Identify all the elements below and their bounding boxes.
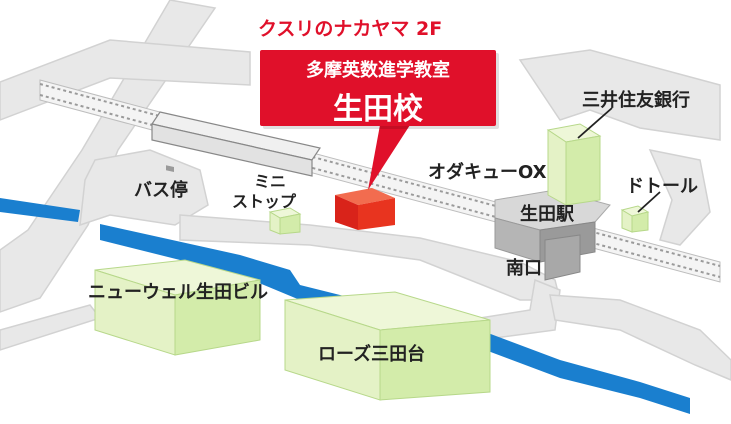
school-callout: 多摩英数進学教室 生田校 — [260, 50, 496, 127]
bus-stop-label: バス停 — [134, 180, 188, 201]
doutor-label: ドトール — [626, 176, 698, 197]
school-building — [335, 188, 395, 230]
ministop-side — [279, 213, 301, 235]
newwell-building-label: ニューウェル生田ビル — [88, 282, 268, 303]
south-exit-label: 南口 — [506, 258, 542, 279]
store-floor-label: クスリのナカヤマ 2F — [258, 18, 443, 40]
bank-leader — [577, 107, 613, 139]
train-windows — [166, 165, 174, 172]
road-left-loop — [79, 149, 209, 227]
road-lower-right — [549, 294, 731, 381]
station-building — [494, 189, 611, 281]
branch-name: 生田校 — [333, 92, 423, 127]
train-side — [151, 123, 313, 177]
buildings — [94, 123, 650, 401]
odakyu-side — [565, 135, 601, 206]
rose-side — [379, 319, 491, 401]
doutor-leader — [637, 191, 661, 213]
newwell-side — [174, 279, 261, 356]
doutor-side — [631, 211, 649, 233]
odakyu-ox-label: オダキューOX — [428, 162, 547, 183]
road-top-horizontal — [0, 39, 251, 121]
callout-pointer — [368, 125, 410, 190]
road-right-upper — [518, 49, 721, 141]
river-left — [0, 198, 80, 222]
station-label: 生田駅 — [520, 204, 574, 225]
school-top — [335, 188, 395, 205]
school-front — [335, 195, 358, 230]
odakyu-front — [547, 129, 567, 206]
station-annex — [544, 234, 581, 281]
school-name: 多摩英数進学教室 — [306, 60, 450, 81]
bank-label: 三井住友銀行 — [582, 90, 690, 111]
ministop-label-2: ストップ — [232, 192, 297, 211]
road-network — [0, 0, 731, 381]
leader-lines — [577, 107, 661, 213]
school-side — [358, 198, 395, 230]
road-right-lower — [648, 148, 711, 246]
ministop-label-1: ミニ — [254, 172, 287, 191]
rose-mitadai-label: ローズ三田台 — [318, 344, 426, 365]
road-bottom-left — [0, 304, 102, 351]
